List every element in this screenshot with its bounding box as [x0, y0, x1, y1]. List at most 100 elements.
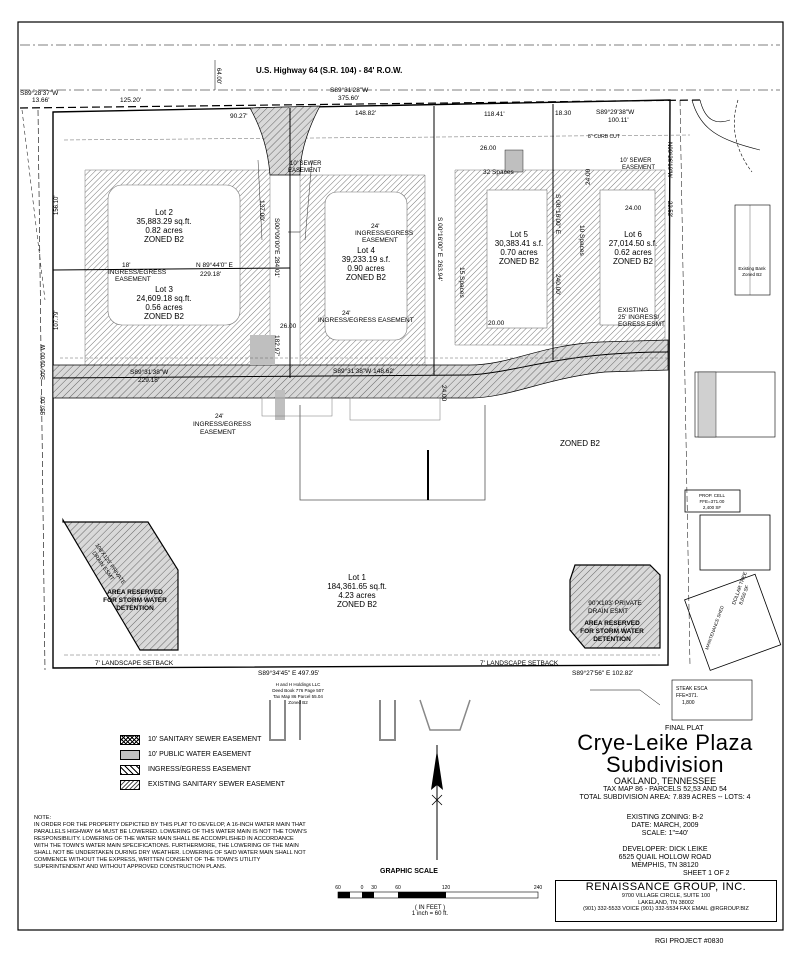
date: DATE: MARCH, 2009: [631, 822, 699, 829]
svg-text:DETENTION: DETENTION: [593, 636, 631, 643]
svg-text:EXISTING: EXISTING: [618, 307, 648, 314]
lot-2-label: Lot 2 35,883.29 sq.ft. 0.82 acres ZONED …: [136, 208, 191, 244]
svg-text:137.00': 137.00': [258, 200, 265, 221]
svg-text:Lot 6: Lot 6: [624, 230, 642, 239]
svg-text:24': 24': [371, 223, 379, 230]
svg-text:S 00°16'00" E: S 00°16'00" E: [436, 217, 444, 258]
svg-text:0.70 acres: 0.70 acres: [500, 248, 537, 257]
zoned-b2-label: ZONED B2: [560, 439, 601, 448]
svg-text:10' SEWER: 10' SEWER: [620, 158, 652, 164]
svg-text:184,361.65 sq.ft.: 184,361.65 sq.ft.: [327, 582, 387, 591]
bottom-labels: 7' LANDSCAPE SETBACK 7' LANDSCAPE SETBAC…: [95, 660, 633, 705]
svg-text:26.00: 26.00: [280, 323, 297, 330]
developer: DEVELOPER: DICK LEIKE: [622, 846, 708, 853]
svg-text:INGRESS/EGRESS: INGRESS/EGRESS: [108, 269, 167, 276]
legend-item: EXISTING SANITARY SEWER EASEMENT: [120, 777, 420, 792]
svg-text:Lot 1: Lot 1: [348, 573, 366, 582]
lot-2-3-bearing: N 89°44'0" E: [196, 261, 234, 269]
svg-text:Lot 3: Lot 3: [155, 285, 173, 294]
svg-text:20.00: 20.00: [488, 320, 505, 327]
location: OAKLAND, TENNESSEE: [613, 776, 717, 786]
svg-text:60: 60: [395, 885, 401, 891]
mid-bearing-left: S89°31'38"W: [130, 368, 169, 376]
total-area: TOTAL SUBDIVISION AREA: 7.839 ACRES -- L…: [579, 794, 751, 801]
svg-text:24.00: 24.00: [625, 205, 642, 212]
legend-label: EXISTING SANITARY SEWER EASEMENT: [148, 781, 285, 788]
firm-address-2: LAKELAND, TN 38002: [638, 899, 694, 906]
mid-bearing-right: S89°31'38"W 148.62': [333, 367, 394, 375]
bearing-top-3: 125.20': [120, 97, 141, 104]
svg-text:DETENTION: DETENTION: [116, 605, 154, 612]
subdivision-name-2: Subdivision: [605, 752, 724, 777]
lot-1-label: Lot 1 184,361.65 sq.ft. 4.23 acres ZONED…: [327, 573, 387, 609]
svg-text:ZONED B2: ZONED B2: [144, 312, 185, 321]
svg-text:240: 240: [534, 885, 543, 891]
svg-text:39,233.19 s.f.: 39,233.19 s.f.: [342, 255, 390, 264]
svg-text:ZONED B2: ZONED B2: [337, 600, 378, 609]
west-dim-1: 156.10': [54, 196, 60, 216]
legend-label: 10' SANITARY SEWER EASEMENT: [148, 736, 262, 743]
svg-text:26.00: 26.00: [480, 145, 497, 152]
svg-text:0.82 acres: 0.82 acres: [145, 226, 182, 235]
svg-text:AREA RESERVED: AREA RESERVED: [584, 620, 640, 627]
bearing-bottom-right: S89°27'56" E 102.82': [572, 669, 633, 677]
svg-text:AREA RESERVED: AREA RESERVED: [107, 589, 163, 596]
legend-item: INGRESS/EGRESS EASEMENT: [120, 762, 420, 777]
lot-6-label: Lot 6 27,014.50 s.f. 0.62 acres ZONED B2: [609, 230, 657, 266]
svg-text:S 00°16'00" E: S 00°16'00" E: [554, 194, 562, 235]
note-heading: NOTE:: [34, 815, 52, 821]
scale-unit: ( IN FEET ) 1 inch = 60 ft.: [395, 905, 465, 917]
row-dim: 64.00': [215, 68, 221, 84]
scale-unit-text: ( IN FEET ): [414, 905, 446, 911]
svg-text:H and H Holdings LLC: H and H Holdings LLC: [276, 682, 322, 687]
project-number: RGI PROJECT #0830: [655, 938, 724, 945]
svg-text:Tax Map 86 Parcel 55.04: Tax Map 86 Parcel 55.04: [273, 694, 323, 699]
svg-text:182.97': 182.97': [273, 335, 280, 356]
svg-text:S00°09'00"E 284.01': S00°09'00"E 284.01': [273, 218, 281, 277]
svg-text:EASEMENT: EASEMENT: [115, 276, 151, 283]
developer-address-2: MEMPHIS, TN 38120: [631, 862, 699, 869]
bearing-top-6: S89°29'38"W: [596, 108, 635, 116]
svg-text:INGRESS/EGRESS EASEMENT: INGRESS/EGRESS EASEMENT: [318, 317, 414, 324]
note-body: IN ORDER FOR THE PROPERTY DEPICTED BY TH…: [34, 822, 307, 870]
svg-text:DRAIN ESMT: DRAIN ESMT: [588, 608, 628, 615]
svg-text:15 Spaces: 15 Spaces: [458, 267, 465, 298]
storm-water-right-label: 90'X103' PRIVATE DRAIN ESMT AREA RESERVE…: [580, 600, 644, 643]
scale-ratio: 1 inch = 60 ft.: [411, 911, 449, 917]
west-dim-4: 557.00': [41, 396, 47, 416]
svg-text:ZONED B2: ZONED B2: [499, 257, 540, 266]
tax-map: TAX MAP 86 - PARCELS 52,53 AND 54: [603, 786, 727, 793]
svg-text:10 Spaces: 10 Spaces: [578, 225, 585, 256]
legend-item: 10' PUBLIC WATER EASEMENT: [120, 747, 420, 762]
water-main-note: NOTE: IN ORDER FOR THE PROPERTY DEPICTED…: [34, 815, 309, 871]
svg-text:4.23 acres: 4.23 acres: [338, 591, 375, 600]
sheet-number: SHEET 1 OF 2: [683, 870, 730, 877]
svg-text:120: 120: [442, 885, 451, 891]
svg-text:8" CURB CUT: 8" CURB CUT: [588, 134, 620, 140]
sanitary-sewer-swatch: [120, 734, 140, 745]
svg-text:60: 60: [335, 885, 341, 891]
svg-text:0.62 acres: 0.62 acres: [614, 248, 651, 257]
graphic-scale: 60 0 30 60 120 240: [335, 885, 543, 899]
west-dim-3: S00°09'00"W: [41, 344, 47, 380]
west-dim-2: 107.79': [54, 311, 60, 331]
svg-text:10' SEWER: 10' SEWER: [290, 161, 322, 167]
bearing-top-8: 90.27': [230, 113, 248, 120]
svg-text:24.00: 24.00: [440, 385, 447, 402]
svg-text:N00°26'10"W: N00°26'10"W: [666, 142, 672, 178]
legend-label: INGRESS/EGRESS EASEMENT: [148, 766, 252, 773]
lot-4-label: Lot 4 39,233.19 s.f. 0.90 acres ZONED B2: [342, 246, 390, 282]
bearing-top-10: 118.41': [484, 111, 505, 118]
existing-sewer-swatch: [120, 779, 140, 790]
svg-text:EASEMENT: EASEMENT: [622, 165, 655, 171]
svg-text:EASEMENT: EASEMENT: [362, 237, 398, 244]
zoning: EXISTING ZONING: B-2: [626, 814, 704, 821]
svg-text:24': 24': [342, 310, 350, 317]
graphic-scale-title: GRAPHIC SCALE: [380, 868, 438, 875]
svg-text:Lot 4: Lot 4: [357, 246, 375, 255]
svg-text:ZONED B2: ZONED B2: [613, 257, 654, 266]
svg-text:FFE=371.00: FFE=371.00: [700, 499, 725, 504]
svg-text:24': 24': [215, 413, 223, 420]
final-plat-label: FINAL PLAT: [665, 725, 704, 732]
svg-text:18': 18': [122, 262, 130, 269]
